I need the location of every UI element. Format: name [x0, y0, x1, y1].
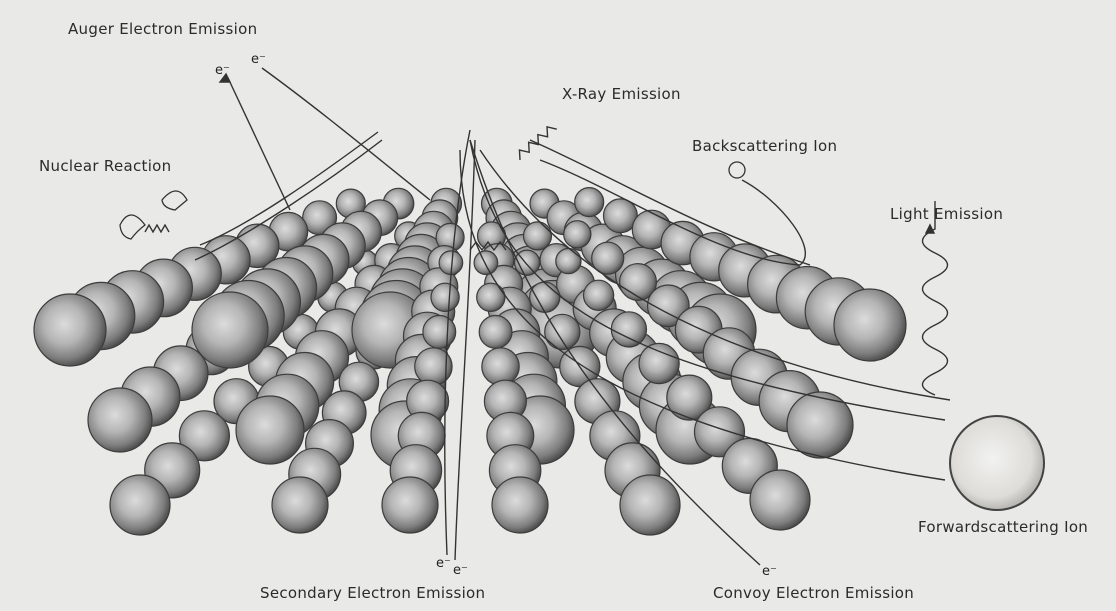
- lattice-atom: [88, 388, 152, 452]
- lattice-atom: [564, 221, 591, 248]
- lattice-atom: [272, 477, 328, 533]
- lattice-atom: [423, 316, 456, 349]
- nuclear-reaction-wave: [145, 225, 169, 232]
- light-arrow: [926, 225, 934, 233]
- light-wave: [923, 201, 948, 395]
- crystal-lattice-atoms: [34, 188, 906, 535]
- secondary-electron-symbol-2: e⁻: [453, 563, 468, 578]
- lattice-atom: [530, 282, 560, 312]
- lattice-atom: [492, 477, 548, 533]
- backscattering-ion-label: Backscattering Ion: [692, 137, 837, 155]
- auger-electron-symbol-1: e⁻: [215, 63, 230, 78]
- lattice-atom: [575, 188, 604, 217]
- fragment-right-icon: [162, 191, 187, 210]
- convoy-electron-emission-label: Convoy Electron Emission: [713, 584, 914, 602]
- lattice-atom: [34, 294, 106, 366]
- light-emission-label: Light Emission: [890, 205, 1003, 223]
- lattice-atom: [479, 316, 512, 349]
- lattice-atom: [620, 475, 680, 535]
- lattice-atom: [477, 283, 505, 311]
- forwardscattering-ion: [950, 416, 1044, 510]
- forwardscattering-ion-label: Forwardscattering Ion: [918, 518, 1088, 536]
- lattice-atom: [639, 343, 679, 383]
- lattice-atom: [431, 283, 459, 311]
- lattice-atom: [584, 280, 614, 310]
- convoy-electron-symbol: e⁻: [762, 564, 777, 579]
- secondary-electron-emission-label: Secondary Electron Emission: [260, 584, 485, 602]
- auger-electron-trajectory: [228, 78, 290, 210]
- auger-electron-symbol-2: e⁻: [251, 52, 266, 67]
- lattice-atom: [382, 477, 438, 533]
- auger-electron-trajectory-2: [262, 68, 430, 200]
- fragment-left-icon: [120, 215, 145, 239]
- xray-emission-label: X-Ray Emission: [562, 85, 681, 103]
- lattice-atom: [611, 312, 646, 347]
- lattice-atom: [556, 249, 581, 274]
- lattice-atom: [474, 251, 498, 275]
- nuclear-reaction-label: Nuclear Reaction: [39, 157, 171, 175]
- auger-electron-emission-label: Auger Electron Emission: [68, 20, 257, 38]
- secondary-electron-symbol-1: e⁻: [436, 556, 451, 571]
- lattice-atom: [192, 292, 268, 368]
- backscattering-ion-icon: [729, 162, 745, 178]
- lattice-atom: [750, 470, 810, 530]
- lattice-atom: [236, 396, 304, 464]
- lattice-atom: [834, 289, 906, 361]
- lattice-atom: [110, 475, 170, 535]
- xray-wave: [515, 123, 557, 160]
- lattice-atom: [482, 348, 519, 385]
